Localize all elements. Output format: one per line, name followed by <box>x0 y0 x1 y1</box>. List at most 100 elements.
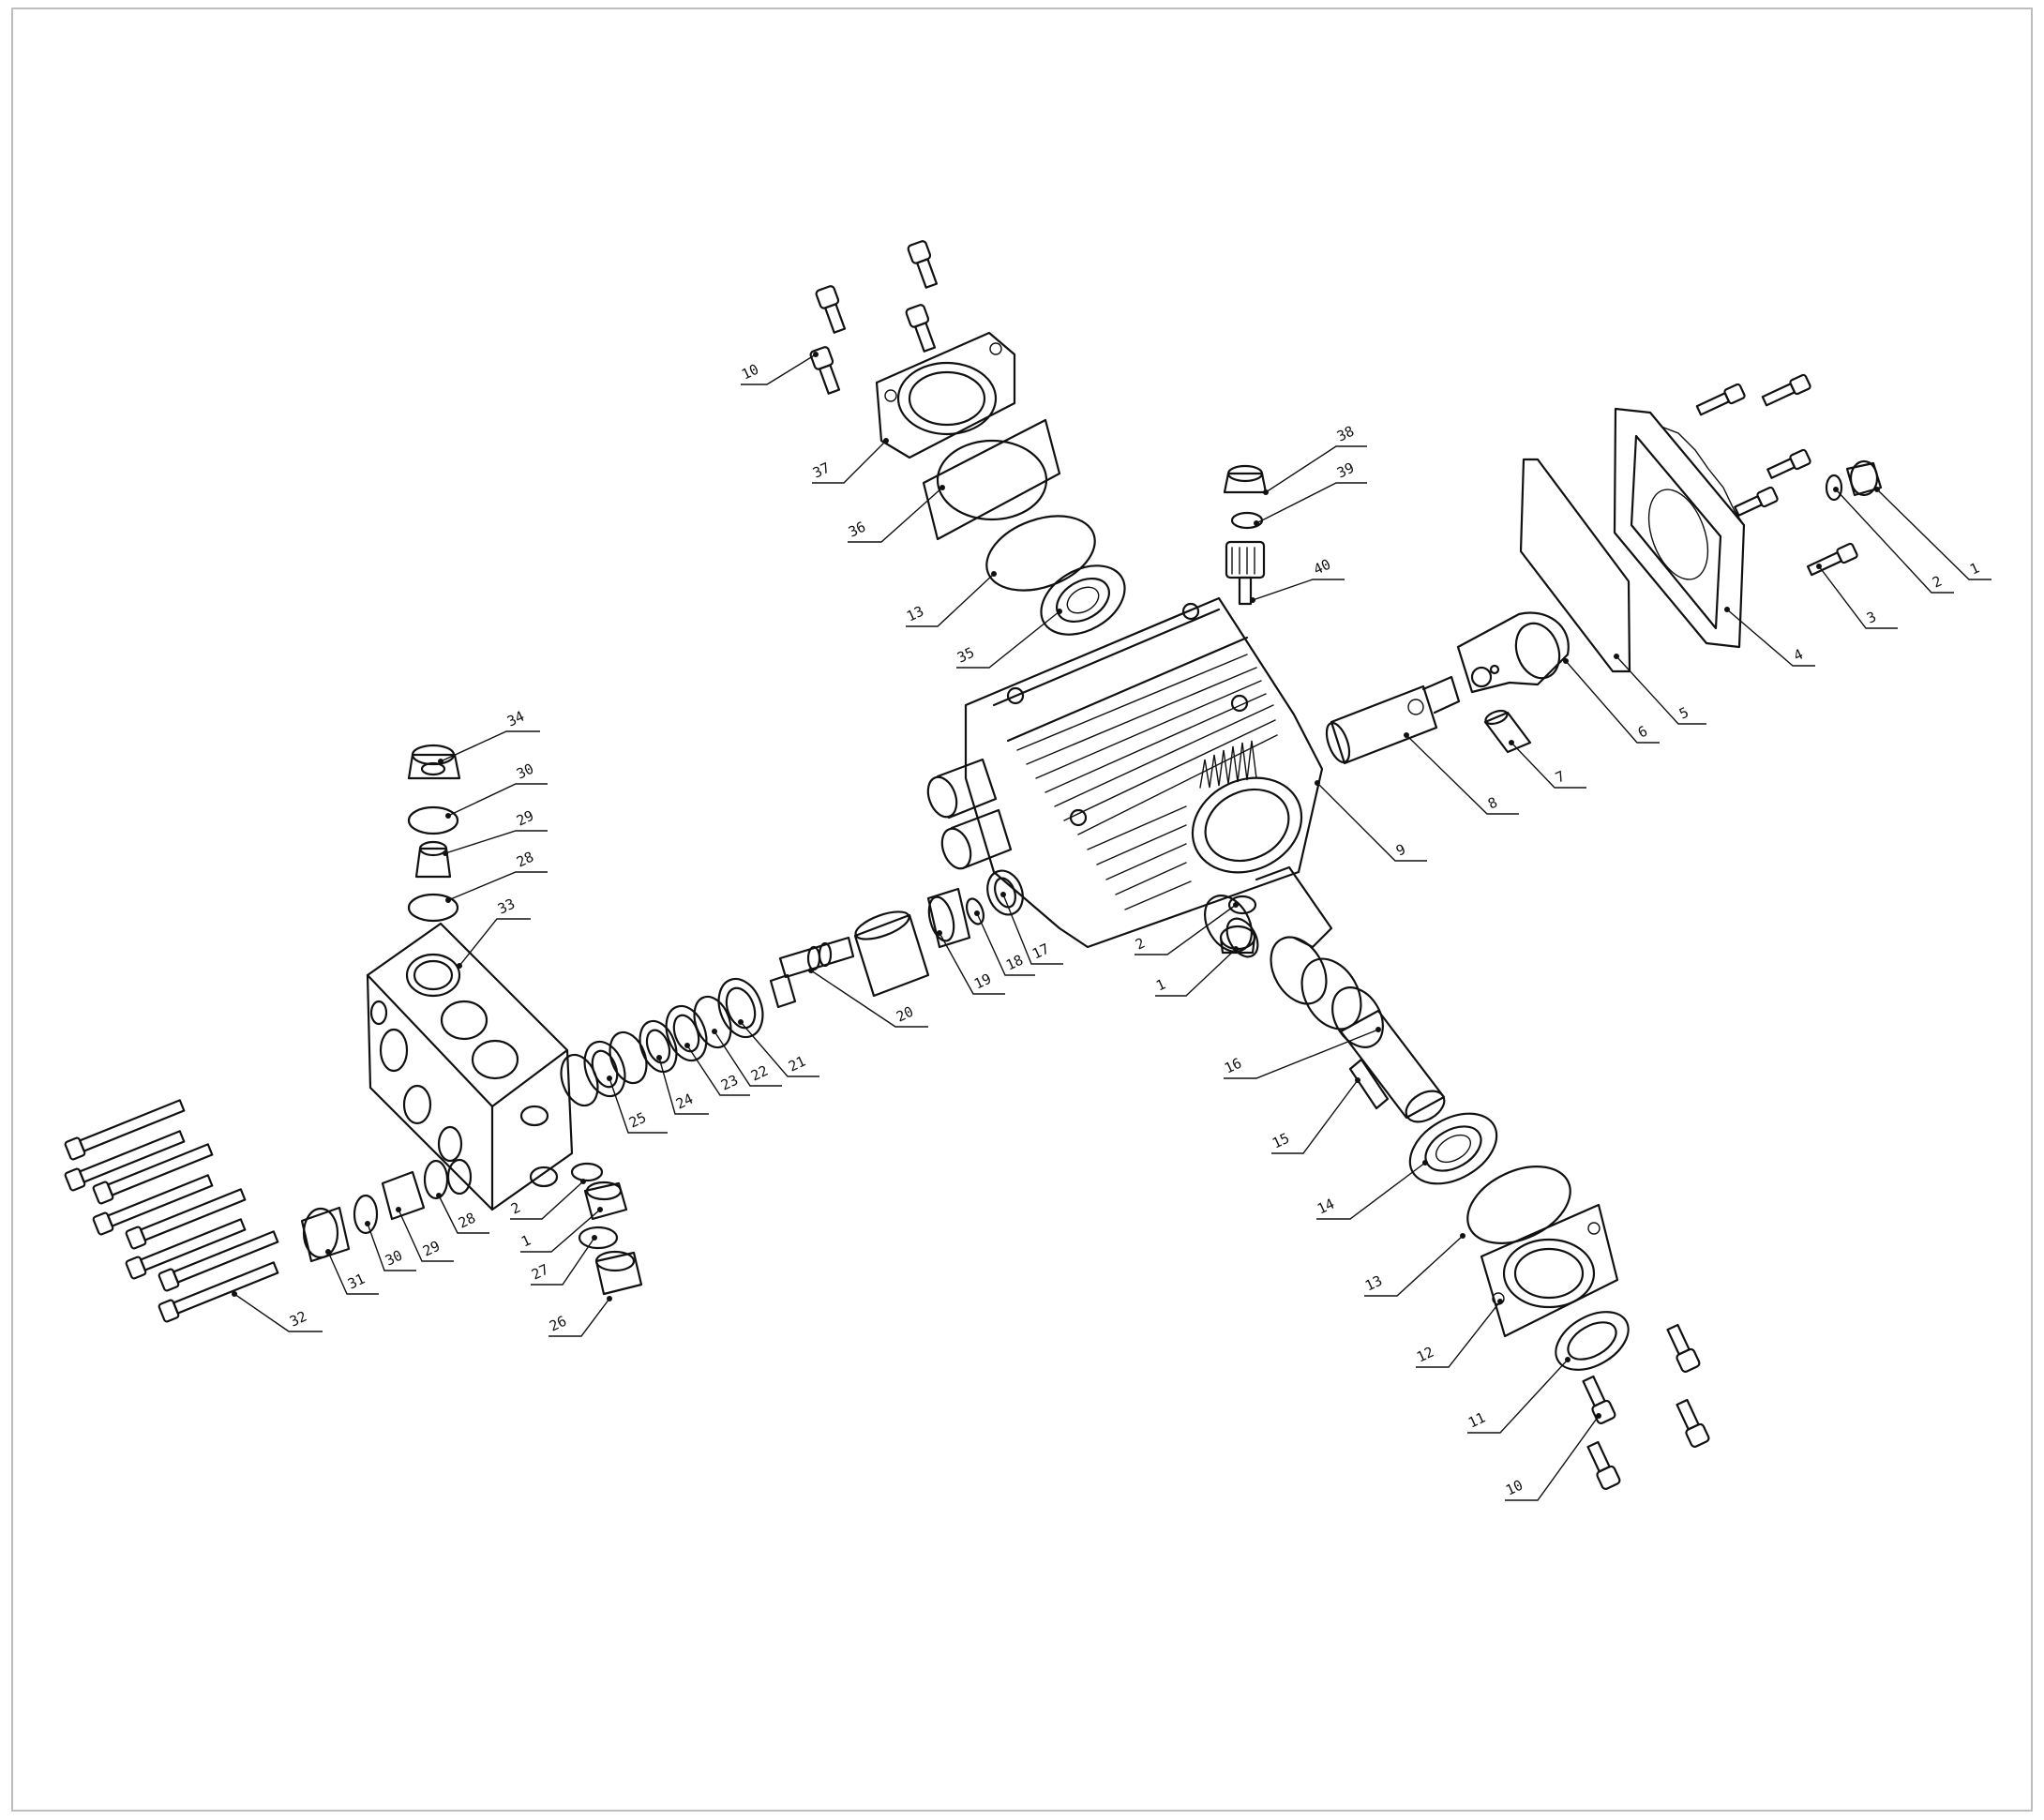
callout-dot-c-2-right <box>1833 487 1839 492</box>
connecting-rod <box>1456 611 1570 694</box>
callout-dot-c-39 <box>1254 520 1259 526</box>
callout-leader-c-22 <box>714 1030 782 1087</box>
side-plugs-manifold <box>570 1162 643 1296</box>
callout-leader-c-10-top <box>741 353 817 385</box>
callout-dot-c-25 <box>607 1075 612 1081</box>
callout-leader-c-2-right <box>1835 489 1954 594</box>
drain-washer-mid <box>1227 895 1257 915</box>
callout-leader-c-6 <box>1565 660 1660 744</box>
top-bearing-cover <box>875 331 1016 459</box>
callout-dot-c-28-left <box>436 1193 442 1198</box>
callout-dot-c-26 <box>607 1296 612 1301</box>
callout-leader-c-17 <box>1002 894 1063 965</box>
callout-number: 37 <box>810 459 833 482</box>
callout-leader-c-2-mid <box>1135 904 1237 955</box>
oil-seal <box>1555 1311 1630 1371</box>
callout-leader-c-21 <box>740 1021 819 1077</box>
callout-number: 12 <box>1414 1344 1436 1366</box>
callout-dot-c-12 <box>1497 1299 1503 1304</box>
top-cover-screws <box>809 240 939 395</box>
callout-dot-c-5 <box>1614 654 1619 659</box>
callout-number: 4 <box>1791 645 1806 664</box>
crankcase <box>964 596 1324 949</box>
callout-number: 21 <box>786 1053 808 1075</box>
callout-dot-c-14 <box>1422 1160 1428 1166</box>
callout-leader-c-23 <box>686 1045 750 1096</box>
callout-leader-c-34 <box>440 730 540 762</box>
callout-number: 7 <box>1553 767 1568 786</box>
callout-dot-c-17 <box>1000 892 1006 897</box>
callout-leader-c-35 <box>956 610 1060 669</box>
callout-number: 16 <box>1222 1055 1244 1077</box>
callout-dot-c-33 <box>457 963 462 969</box>
piston-guide <box>1325 675 1461 765</box>
callout-dot-c-36 <box>939 485 945 490</box>
callout-number: 17 <box>1030 940 1052 963</box>
callout-dot-c-29-left <box>396 1207 401 1212</box>
callout-dot-c-3 <box>1816 564 1822 569</box>
callout-number: 29 <box>420 1238 443 1260</box>
callout-leader-c-7 <box>1510 742 1586 789</box>
callout-dot-c-35 <box>1057 609 1062 614</box>
callout-leader-c-38 <box>1265 445 1367 493</box>
callout-leader-c-3 <box>1818 565 1898 629</box>
callout-number: 10 <box>739 361 761 384</box>
manifold-bolts <box>64 1099 279 1323</box>
callout-leader-c-1-mid <box>1155 948 1237 997</box>
valve-stack-left <box>300 1159 449 1263</box>
callout-leader-c-20 <box>810 970 928 1028</box>
callout-number: 28 <box>456 1210 478 1232</box>
callout-dot-c-10-top <box>813 352 819 357</box>
callout-number: 1 <box>1967 559 1982 578</box>
callout-leader-c-2-left <box>510 1181 584 1220</box>
rear-drain-plug <box>1825 459 1883 502</box>
callout-dot-c-7 <box>1509 740 1514 745</box>
callout-dot-c-23 <box>684 1043 690 1048</box>
callout-number: 39 <box>1334 459 1357 482</box>
callout-leader-c-11 <box>1467 1359 1569 1434</box>
callout-dot-c-32 <box>232 1291 237 1297</box>
callout-number: 20 <box>894 1003 916 1026</box>
callout-number: 1 <box>519 1231 534 1250</box>
callout-dot-c-37 <box>883 438 889 444</box>
callout-dot-c-18 <box>974 910 980 916</box>
callout-dot-c-38 <box>1263 489 1269 495</box>
callout-number: 19 <box>971 970 994 993</box>
callout-dot-c-15 <box>1355 1077 1360 1083</box>
callout-dot-c-16 <box>1375 1027 1381 1032</box>
callout-dot-c-1-right <box>1874 487 1880 492</box>
valve-stack-top <box>407 744 461 923</box>
callout-dot-c-2-mid <box>1233 902 1239 908</box>
callout-leader-c-27 <box>531 1237 595 1286</box>
callout-dot-c-1-left <box>597 1207 603 1212</box>
callout-dot-c-2-left <box>580 1179 586 1184</box>
callout-dot-c-9 <box>1315 780 1320 786</box>
callout-dot-c-13-bottom <box>1460 1233 1465 1239</box>
callout-number: 31 <box>345 1271 368 1293</box>
callout-leader-c-13-top <box>906 573 995 627</box>
callout-number: 28 <box>514 849 536 871</box>
callout-leader-c-5 <box>1616 655 1706 725</box>
callout-leader-c-1-right <box>1876 489 1991 580</box>
callout-leader-c-1-left <box>520 1209 601 1253</box>
callout-dot-c-21 <box>738 1019 744 1025</box>
callout-dot-c-6 <box>1563 658 1569 664</box>
callout-dot-c-28-top <box>445 897 451 903</box>
callout-dot-c-27 <box>592 1235 597 1241</box>
callout-number: 32 <box>287 1308 309 1331</box>
bottom-bearing-cover <box>1480 1203 1619 1338</box>
callout-number: 11 <box>1465 1409 1488 1432</box>
callout-leader-c-9 <box>1316 782 1427 862</box>
callout-number: 26 <box>547 1313 569 1335</box>
callout-dot-c-22 <box>712 1029 717 1034</box>
callout-number: 2 <box>1930 572 1945 591</box>
callout-leader-c-12 <box>1416 1301 1501 1368</box>
callout-number: 13 <box>904 603 926 625</box>
callout-leader-c-28-left <box>438 1195 489 1234</box>
callout-number: 6 <box>1635 722 1650 741</box>
seal-ring-18 <box>965 897 985 925</box>
callout-number: 36 <box>846 519 868 541</box>
callout-leader-c-16 <box>1224 1029 1379 1079</box>
crankshaft <box>1204 865 1446 1123</box>
callout-dot-c-8 <box>1404 732 1409 738</box>
